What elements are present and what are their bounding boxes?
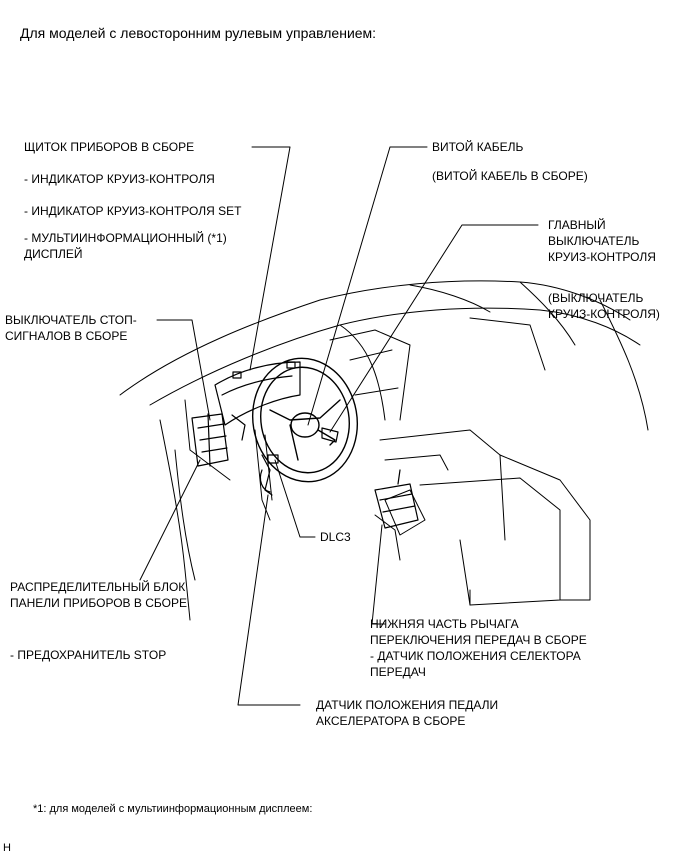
stop-switch-label: ВЫКЛЮЧАТЕЛЬ СТОП- СИГНАЛОВ В СБОРЕ [5,313,137,343]
stop-fuse-label: - ПРЕДОХРАНИТЕЛЬ STOP [10,648,167,662]
junction-block-label: РАСПРЕДЕЛИТЕЛЬНЫЙ БЛОК ПАНЕЛИ ПРИБОРОВ В… [10,580,187,610]
cruise-main-switch-label: ГЛАВНЫЙ ВЫКЛЮЧАТЕЛЬ КРУИЗ-КОНТРОЛЯ [548,218,656,264]
page-title: Для моделей с левосторонним рулевым упра… [20,25,377,41]
accel-sensor-label: ДАТЧИК ПОЛОЖЕНИЯ ПЕДАЛИ АКСЕЛЕРАТОРА В С… [316,698,499,728]
cruise-indicator-label: - ИНДИКАТОР КРУИЗ-КОНТРОЛЯ [24,172,215,186]
footnote: *1: для моделей с мультиинформационным д… [33,803,313,815]
dlc3-label: DLC3 [320,530,351,544]
instrument-cluster-label: ЩИТОК ПРИБОРОВ В СБОРЕ [24,140,195,154]
spiral-cable-assy-label: (ВИТОЙ КАБЕЛЬ В СБОРЕ) [432,169,588,183]
cruise-switch-label: (ВЫКЛЮЧАТЕЛЬ КРУИЗ-КОНТРОЛЯ) [548,291,660,321]
cruise-set-indicator-label: - ИНДИКАТОР КРУИЗ-КОНТРОЛЯ SET [24,204,242,218]
shift-lever-label: НИЖНЯЯ ЧАСТЬ РЫЧАГА ПЕРЕКЛЮЧЕНИЯ ПЕРЕДАЧ… [370,617,587,679]
multi-display-label: - МУЛЬТИИНФОРМАЦИОННЫЙ (*1) ДИСПЛЕЙ [24,231,227,261]
spiral-cable-label: ВИТОЙ КАБЕЛЬ [432,140,524,154]
corner-mark: H [3,842,11,854]
